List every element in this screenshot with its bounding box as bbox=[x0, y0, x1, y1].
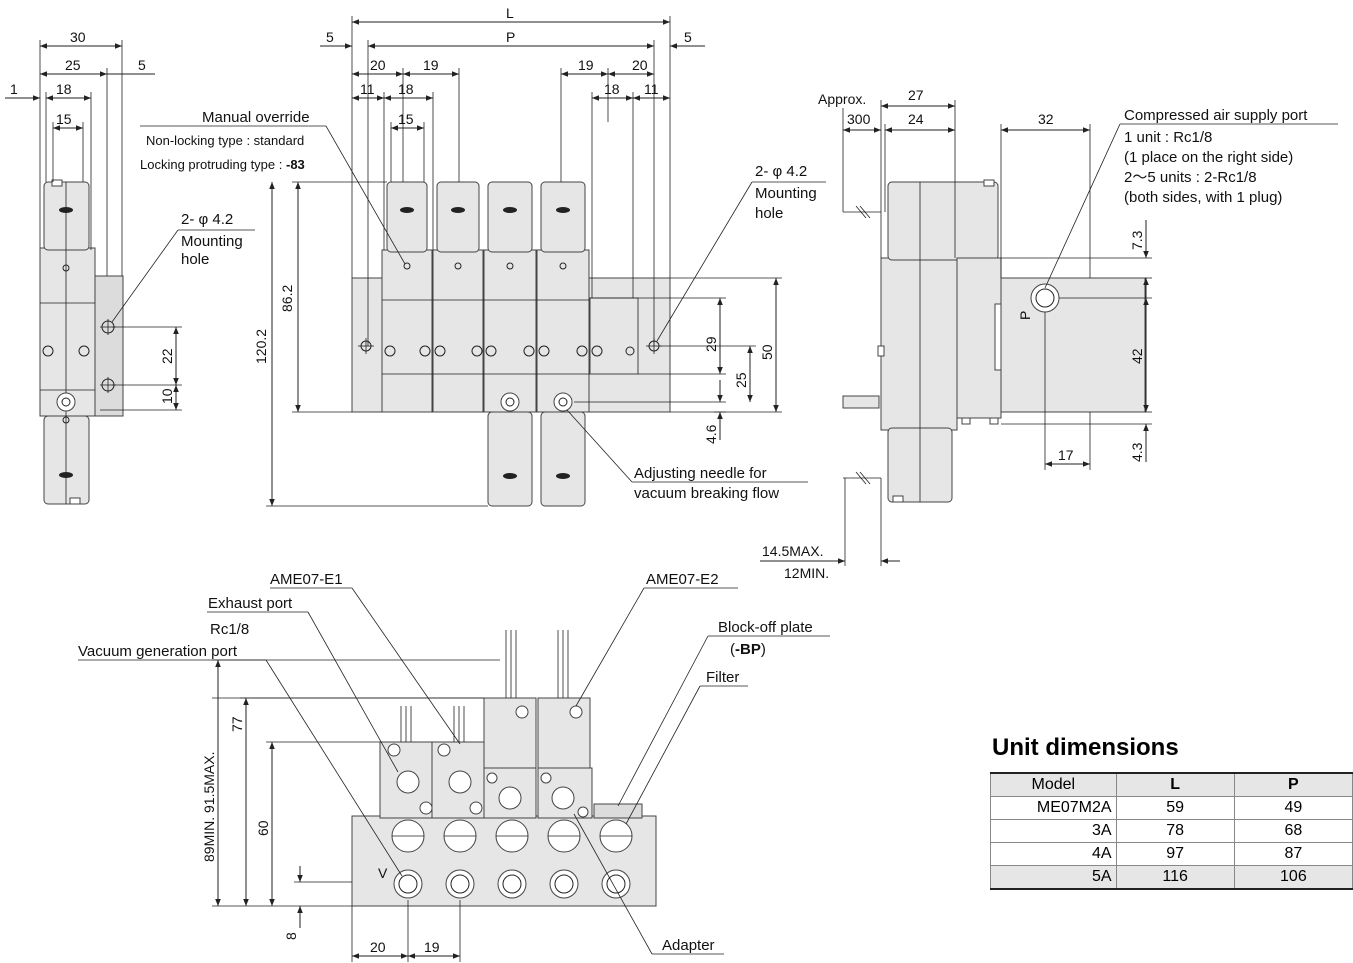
unit-dimensions-title: Unit dimensions bbox=[992, 734, 1179, 761]
dim-right-32: 32 bbox=[1038, 111, 1054, 127]
cell-l: 78 bbox=[1115, 819, 1235, 843]
label-ame07-e1: AME07-E1 bbox=[270, 571, 343, 588]
dim-front-4-6: 4.6 bbox=[703, 424, 719, 444]
dim-front-5-left: 5 bbox=[326, 29, 334, 45]
cell-p: 49 bbox=[1233, 796, 1353, 820]
dim-right-17: 17 bbox=[1058, 447, 1074, 463]
dim-bottom-20: 20 bbox=[370, 939, 386, 955]
dim-right-12min: 12MIN. bbox=[784, 565, 829, 581]
label-filter: Filter bbox=[706, 669, 739, 686]
dim-side-1: 1 bbox=[10, 81, 18, 97]
table-row: ME07M2A 59 49 bbox=[990, 796, 1353, 820]
dim-front-20-right: 20 bbox=[632, 57, 648, 73]
dim-front-11-right: 11 bbox=[644, 81, 659, 97]
dim-side-18: 18 bbox=[56, 81, 72, 97]
unit-dimensions-table: Model L P ME07M2A 59 49 3A 78 68 4A 97 8… bbox=[990, 772, 1353, 890]
front-view: L P 5 5 20 19 19 20 11 18 15 18 11 86.2 … bbox=[253, 5, 782, 507]
dim-front-25: 25 bbox=[733, 372, 749, 388]
dim-side-30: 30 bbox=[70, 29, 86, 45]
dim-bottom-8: 8 bbox=[283, 932, 299, 940]
label-hole-right: hole bbox=[755, 205, 783, 222]
port-v-letter: V bbox=[378, 865, 388, 881]
dim-front-5-right: 5 bbox=[684, 29, 692, 45]
cell-model: 5A bbox=[990, 865, 1117, 890]
dim-front-120-2: 120.2 bbox=[253, 329, 269, 364]
label-adapter: Adapter bbox=[662, 937, 715, 954]
label-needle-1: Adjusting needle for bbox=[634, 465, 767, 482]
cell-l: 97 bbox=[1115, 842, 1235, 866]
label-needle-2: vacuum breaking flow bbox=[634, 485, 779, 502]
dim-front-29: 29 bbox=[703, 336, 719, 352]
cell-p: 87 bbox=[1233, 842, 1353, 866]
cell-model: 3A bbox=[990, 819, 1117, 843]
dim-side-15: 15 bbox=[56, 111, 72, 127]
dim-right-24: 24 bbox=[908, 111, 924, 127]
table-row: 4A 97 87 bbox=[990, 842, 1353, 866]
dim-right-14-5max: 14.5MAX. bbox=[762, 543, 823, 559]
dim-front-86-2: 86.2 bbox=[279, 285, 295, 312]
label-ame07-e2: AME07-E2 bbox=[646, 571, 719, 588]
header-l: L bbox=[1115, 772, 1235, 797]
label-vacuum-port: Vacuum generation port bbox=[78, 643, 238, 660]
dim-right-42: 42 bbox=[1129, 348, 1145, 364]
dim-front-20-left: 20 bbox=[370, 57, 386, 73]
label-locking: Locking protruding type : -83 bbox=[140, 157, 305, 172]
label-exhaust-port: Exhaust port bbox=[208, 595, 293, 612]
dim-right-27: 27 bbox=[908, 87, 924, 103]
header-p: P bbox=[1233, 772, 1353, 797]
dim-front-50: 50 bbox=[759, 344, 775, 360]
cell-l: 59 bbox=[1115, 796, 1235, 820]
dim-right-300: 300 bbox=[847, 111, 871, 127]
dim-front-18-left: 18 bbox=[398, 81, 414, 97]
dim-right-4-3: 4.3 bbox=[1129, 442, 1145, 462]
dim-bottom-19: 19 bbox=[424, 939, 440, 955]
dim-front-L: L bbox=[506, 5, 514, 21]
top-view: V 89MIN. 91.5MAX. 77 60 8 20 19 bbox=[201, 630, 657, 962]
label-air-5: (both sides, with 1 plug) bbox=[1124, 189, 1282, 206]
dim-right-approx: Approx. bbox=[818, 91, 866, 107]
table-header-row: Model L P bbox=[990, 772, 1353, 797]
label-non-locking: Non-locking type : standard bbox=[146, 133, 304, 148]
dim-front-P: P bbox=[506, 29, 515, 45]
label-air-4: 2～5 units : 2-Rc1/8 bbox=[1124, 169, 1257, 186]
cell-p: 68 bbox=[1233, 819, 1353, 843]
dim-side-25: 25 bbox=[65, 57, 81, 73]
right-view: P Approx. 27 300 24 bbox=[760, 87, 1152, 581]
dim-side-10: 10 bbox=[159, 388, 175, 404]
label-bp-code: (-BP) bbox=[730, 641, 766, 658]
dim-bottom-77: 77 bbox=[229, 716, 245, 732]
port-p-letter: P bbox=[1017, 311, 1033, 320]
label-mounting-right: Mounting bbox=[755, 185, 817, 202]
cell-model: 4A bbox=[990, 842, 1117, 866]
dim-side-5: 5 bbox=[138, 57, 146, 73]
dim-right-7-3: 7.3 bbox=[1129, 230, 1145, 250]
label-air-3: (1 place on the right side) bbox=[1124, 149, 1293, 166]
label-mounting-hole-right: 2- φ 4.2 bbox=[755, 163, 807, 180]
header-model: Model bbox=[990, 772, 1117, 797]
dim-front-18-right: 18 bbox=[604, 81, 620, 97]
dim-front-19-right: 19 bbox=[578, 57, 594, 73]
dim-bottom-60: 60 bbox=[255, 820, 271, 836]
label-rc18: Rc1/8 bbox=[210, 621, 249, 638]
label-air-1: Compressed air supply port bbox=[1124, 107, 1308, 124]
label-manual-override: Manual override bbox=[202, 109, 310, 126]
label-hole-left: hole bbox=[181, 251, 209, 268]
dim-bottom-89-91-5: 89MIN. 91.5MAX. bbox=[201, 752, 217, 863]
dim-side-22: 22 bbox=[159, 348, 175, 364]
cell-model: ME07M2A bbox=[990, 796, 1117, 820]
cell-p: 106 bbox=[1233, 865, 1353, 890]
label-mounting-left: Mounting bbox=[181, 233, 243, 250]
dim-front-15: 15 bbox=[398, 111, 414, 127]
label-block-off-plate: Block-off plate bbox=[718, 619, 813, 636]
dim-front-11-left: 11 bbox=[360, 81, 375, 97]
label-air-2: 1 unit : Rc1/8 bbox=[1124, 129, 1212, 146]
table-row: 5A 116 106 bbox=[990, 865, 1353, 890]
label-mounting-hole-left: 2- φ 4.2 bbox=[181, 211, 233, 228]
table-row: 3A 78 68 bbox=[990, 819, 1353, 843]
cell-l: 116 bbox=[1115, 865, 1235, 890]
dim-front-19-left: 19 bbox=[423, 57, 439, 73]
side-view: 30 25 5 1 18 15 22 10 bbox=[5, 29, 182, 505]
